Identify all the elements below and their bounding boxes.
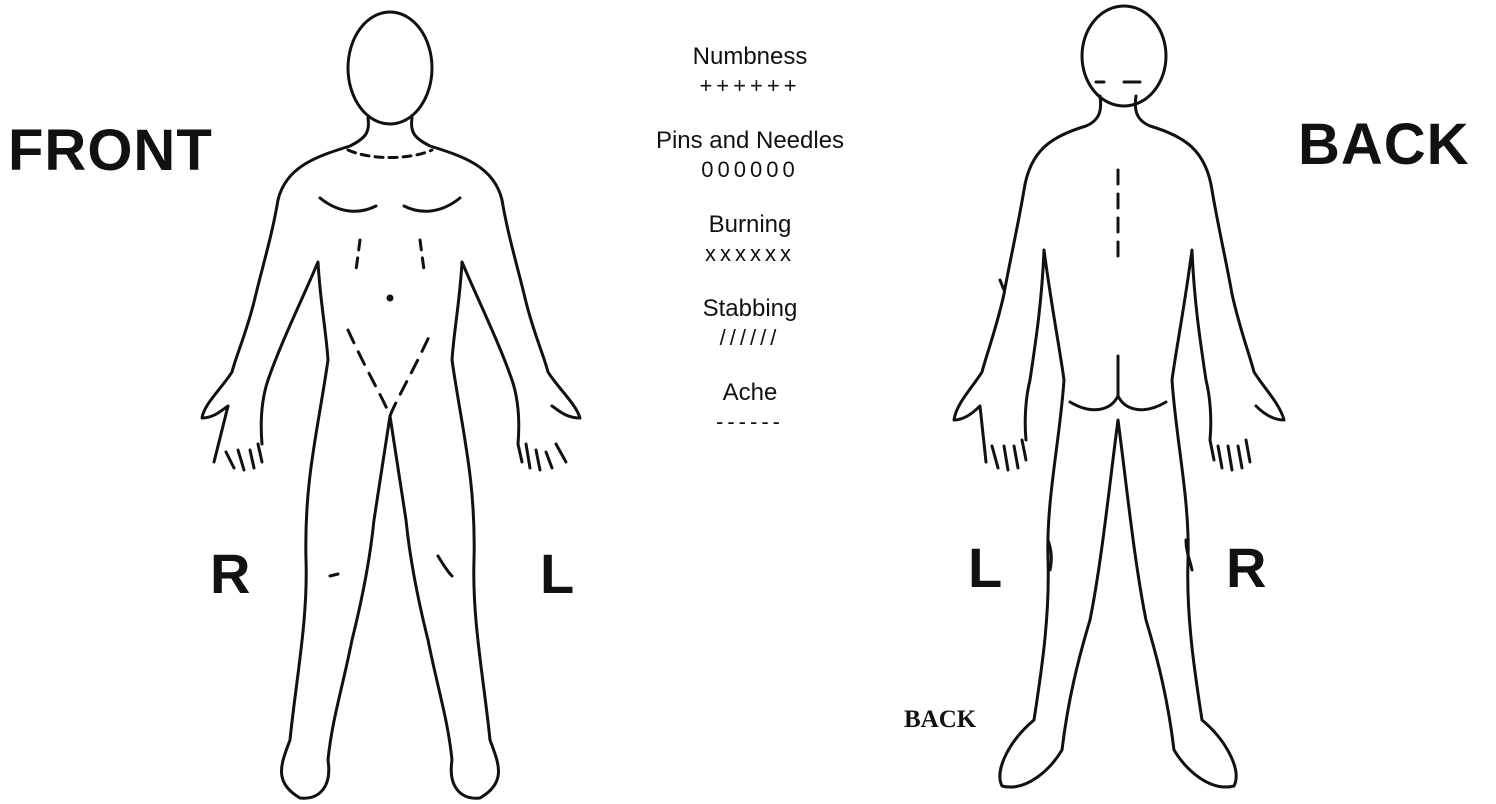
legend-item-stabbing: Stabbing ////// (703, 294, 798, 352)
back-right-side-letter: R (1226, 540, 1266, 596)
legend-symbol: ++++++ (699, 72, 800, 100)
back-left-side-letter: L (968, 540, 1002, 596)
legend-symbol: ////// (720, 324, 781, 352)
legend-label: Numbness (693, 42, 808, 72)
front-right-side-letter: R (210, 546, 250, 602)
legend-symbol: ------ (716, 408, 784, 436)
legend-item-ache: Ache ------ (716, 378, 784, 436)
legend-item-numbness: Numbness ++++++ (693, 42, 808, 100)
legend-label: Stabbing (703, 294, 798, 324)
legend-symbol: xxxxxx (705, 240, 795, 268)
legend-symbol: 000000 (701, 156, 798, 184)
sensation-legend: Numbness ++++++ Pins and Needles 000000 … (612, 42, 888, 462)
legend-label: Burning (709, 210, 792, 240)
legend-item-burning: Burning xxxxxx (705, 210, 795, 268)
back-head (1082, 6, 1166, 106)
back-title: BACK (1298, 116, 1470, 174)
front-left-side-letter: L (540, 546, 574, 602)
legend-label: Pins and Needles (656, 126, 844, 156)
legend-label: Ache (723, 378, 778, 408)
front-title: FRONT (8, 122, 213, 180)
front-body-outline (202, 118, 580, 798)
back-caption: BACK (904, 706, 976, 734)
front-head (348, 12, 432, 124)
front-body-figure (202, 12, 580, 798)
legend-item-pins-and-needles: Pins and Needles 000000 (656, 126, 844, 184)
back-body-figure (954, 6, 1284, 787)
